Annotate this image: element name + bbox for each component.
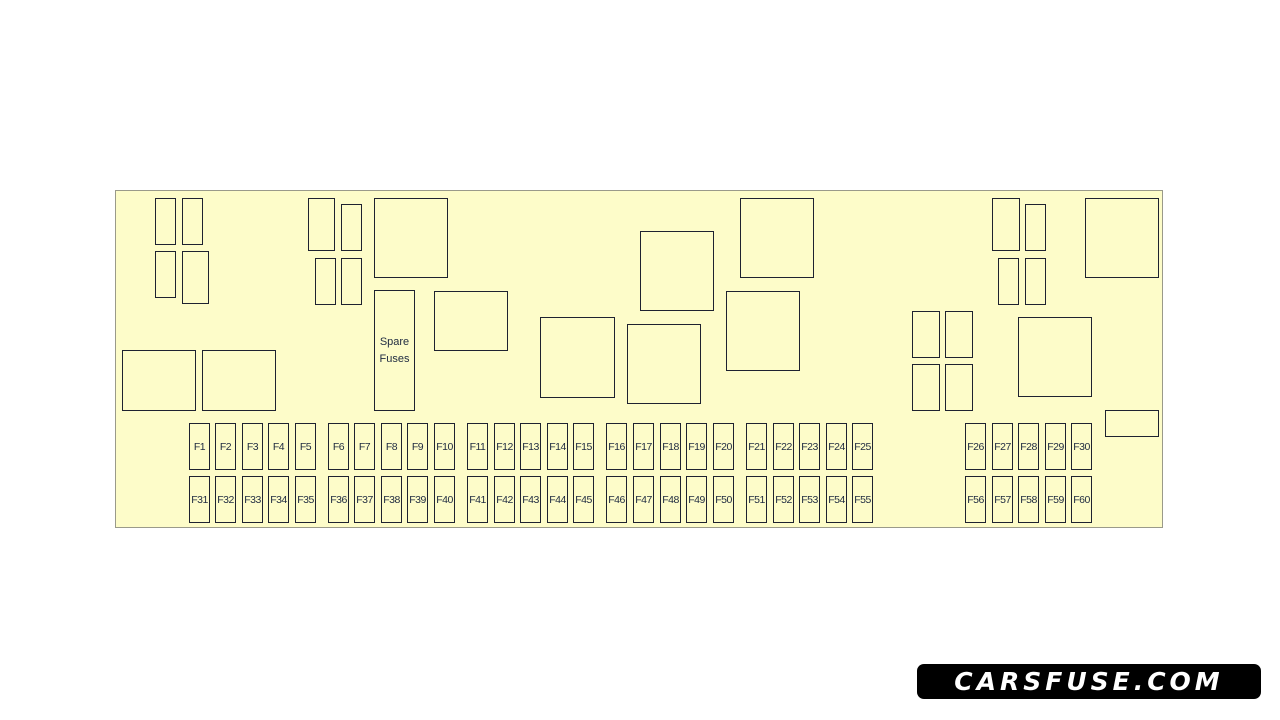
fuse-f37: F37 <box>354 476 375 523</box>
fuse-f1: F1 <box>189 423 210 470</box>
relay-block <box>726 291 800 371</box>
fuse-f20: F20 <box>713 423 734 470</box>
fuse-f24: F24 <box>826 423 847 470</box>
fuse-f34: F34 <box>268 476 289 523</box>
fuse-f21: F21 <box>746 423 767 470</box>
fuse-f44: F44 <box>547 476 568 523</box>
fuse-f60: F60 <box>1071 476 1092 523</box>
fuse-f29: F29 <box>1045 423 1066 470</box>
fuse-f32: F32 <box>215 476 236 523</box>
fuse-f52: F52 <box>773 476 794 523</box>
fuse-f57: F57 <box>992 476 1013 523</box>
relay-block <box>202 350 276 411</box>
relay-block <box>122 350 196 411</box>
fuse-f55: F55 <box>852 476 873 523</box>
fuse-f22: F22 <box>773 423 794 470</box>
fuse-f19: F19 <box>686 423 707 470</box>
fuse-f50: F50 <box>713 476 734 523</box>
fuse-f35: F35 <box>295 476 316 523</box>
relay-block <box>945 311 973 358</box>
fuse-f59: F59 <box>1045 476 1066 523</box>
relay-block <box>1105 410 1159 437</box>
relay-block <box>182 251 209 304</box>
relay-block <box>182 198 203 245</box>
fuse-f17: F17 <box>633 423 654 470</box>
fuse-f30: F30 <box>1071 423 1092 470</box>
relay-block <box>315 258 336 305</box>
relay-block <box>540 317 615 398</box>
fuse-f45: F45 <box>573 476 594 523</box>
fuse-f8: F8 <box>381 423 402 470</box>
fuse-f9: F9 <box>407 423 428 470</box>
relay-block <box>945 364 973 411</box>
fuse-f41: F41 <box>467 476 488 523</box>
relay-block <box>627 324 701 404</box>
fuse-f18: F18 <box>660 423 681 470</box>
fuse-f56: F56 <box>965 476 986 523</box>
fuse-f14: F14 <box>547 423 568 470</box>
relay-block <box>912 311 940 358</box>
fuse-f46: F46 <box>606 476 627 523</box>
fuse-f39: F39 <box>407 476 428 523</box>
relay-block <box>434 291 508 351</box>
relay-block <box>341 204 362 251</box>
relay-block <box>308 198 335 251</box>
fuse-f31: F31 <box>189 476 210 523</box>
fuse-f27: F27 <box>992 423 1013 470</box>
relay-block <box>374 198 448 278</box>
relay-block <box>1018 317 1092 397</box>
fuse-f38: F38 <box>381 476 402 523</box>
relay-block <box>1085 198 1159 278</box>
fuse-f49: F49 <box>686 476 707 523</box>
relay-block <box>998 258 1019 305</box>
relay-block <box>341 258 362 305</box>
relay-block <box>1025 204 1046 251</box>
fuse-f53: F53 <box>799 476 820 523</box>
fuse-f54: F54 <box>826 476 847 523</box>
fuse-f6: F6 <box>328 423 349 470</box>
relay-block <box>1025 258 1046 305</box>
fuse-f13: F13 <box>520 423 541 470</box>
fuse-f42: F42 <box>494 476 515 523</box>
fuse-f5: F5 <box>295 423 316 470</box>
fuse-f47: F47 <box>633 476 654 523</box>
relay-block <box>740 198 814 278</box>
fuse-f25: F25 <box>852 423 873 470</box>
fuse-f26: F26 <box>965 423 986 470</box>
carsfuse-logo: CARSFUSE.COM <box>917 664 1261 699</box>
fuse-f36: F36 <box>328 476 349 523</box>
fuse-f2: F2 <box>215 423 236 470</box>
fuse-f43: F43 <box>520 476 541 523</box>
spare-label-line2: Fuses <box>379 352 410 365</box>
logo-text: CARSFUSE.COM <box>954 667 1224 696</box>
relay-block <box>640 231 714 311</box>
spare-label-line1: Spare <box>379 335 410 348</box>
fuse-f48: F48 <box>660 476 681 523</box>
fuse-f3: F3 <box>242 423 263 470</box>
relay-block <box>992 198 1020 251</box>
fuse-f16: F16 <box>606 423 627 470</box>
fuse-f10: F10 <box>434 423 455 470</box>
fuse-f33: F33 <box>242 476 263 523</box>
fuse-f12: F12 <box>494 423 515 470</box>
fuse-f7: F7 <box>354 423 375 470</box>
relay-block <box>155 198 176 245</box>
relay-block <box>912 364 940 411</box>
fuse-f4: F4 <box>268 423 289 470</box>
fuse-f51: F51 <box>746 476 767 523</box>
fuse-f40: F40 <box>434 476 455 523</box>
relay-block <box>155 251 176 298</box>
fuse-f15: F15 <box>573 423 594 470</box>
fuse-f28: F28 <box>1018 423 1039 470</box>
fuse-f23: F23 <box>799 423 820 470</box>
fuse-f11: F11 <box>467 423 488 470</box>
fuse-f58: F58 <box>1018 476 1039 523</box>
